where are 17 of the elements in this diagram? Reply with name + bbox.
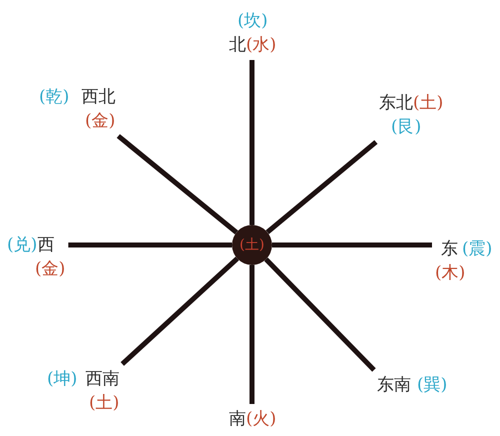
spoke-line (272, 242, 432, 248)
spoke-line (68, 242, 232, 248)
direction-label: 东 (震) (木) (432, 234, 496, 288)
direction-label: (坤) 西南 (土) (44, 364, 122, 418)
direction-label: 东南 (巽) (374, 370, 450, 400)
center-circle: (土) (232, 225, 272, 265)
spoke-line (264, 258, 376, 372)
direction-label: 南(火) (226, 404, 280, 434)
spoke-line (120, 256, 239, 366)
direction-label: (坎) 北(水) (226, 6, 280, 60)
direction-label: 东北(土) (艮) (376, 88, 446, 142)
direction-label: (乾) 西北 (金) (36, 82, 118, 136)
spoke-line (250, 265, 254, 404)
spoke-line (266, 140, 378, 234)
spoke-line (250, 60, 254, 225)
direction-label: (兑)西 (金) (4, 230, 68, 284)
spoke-line (116, 134, 238, 234)
